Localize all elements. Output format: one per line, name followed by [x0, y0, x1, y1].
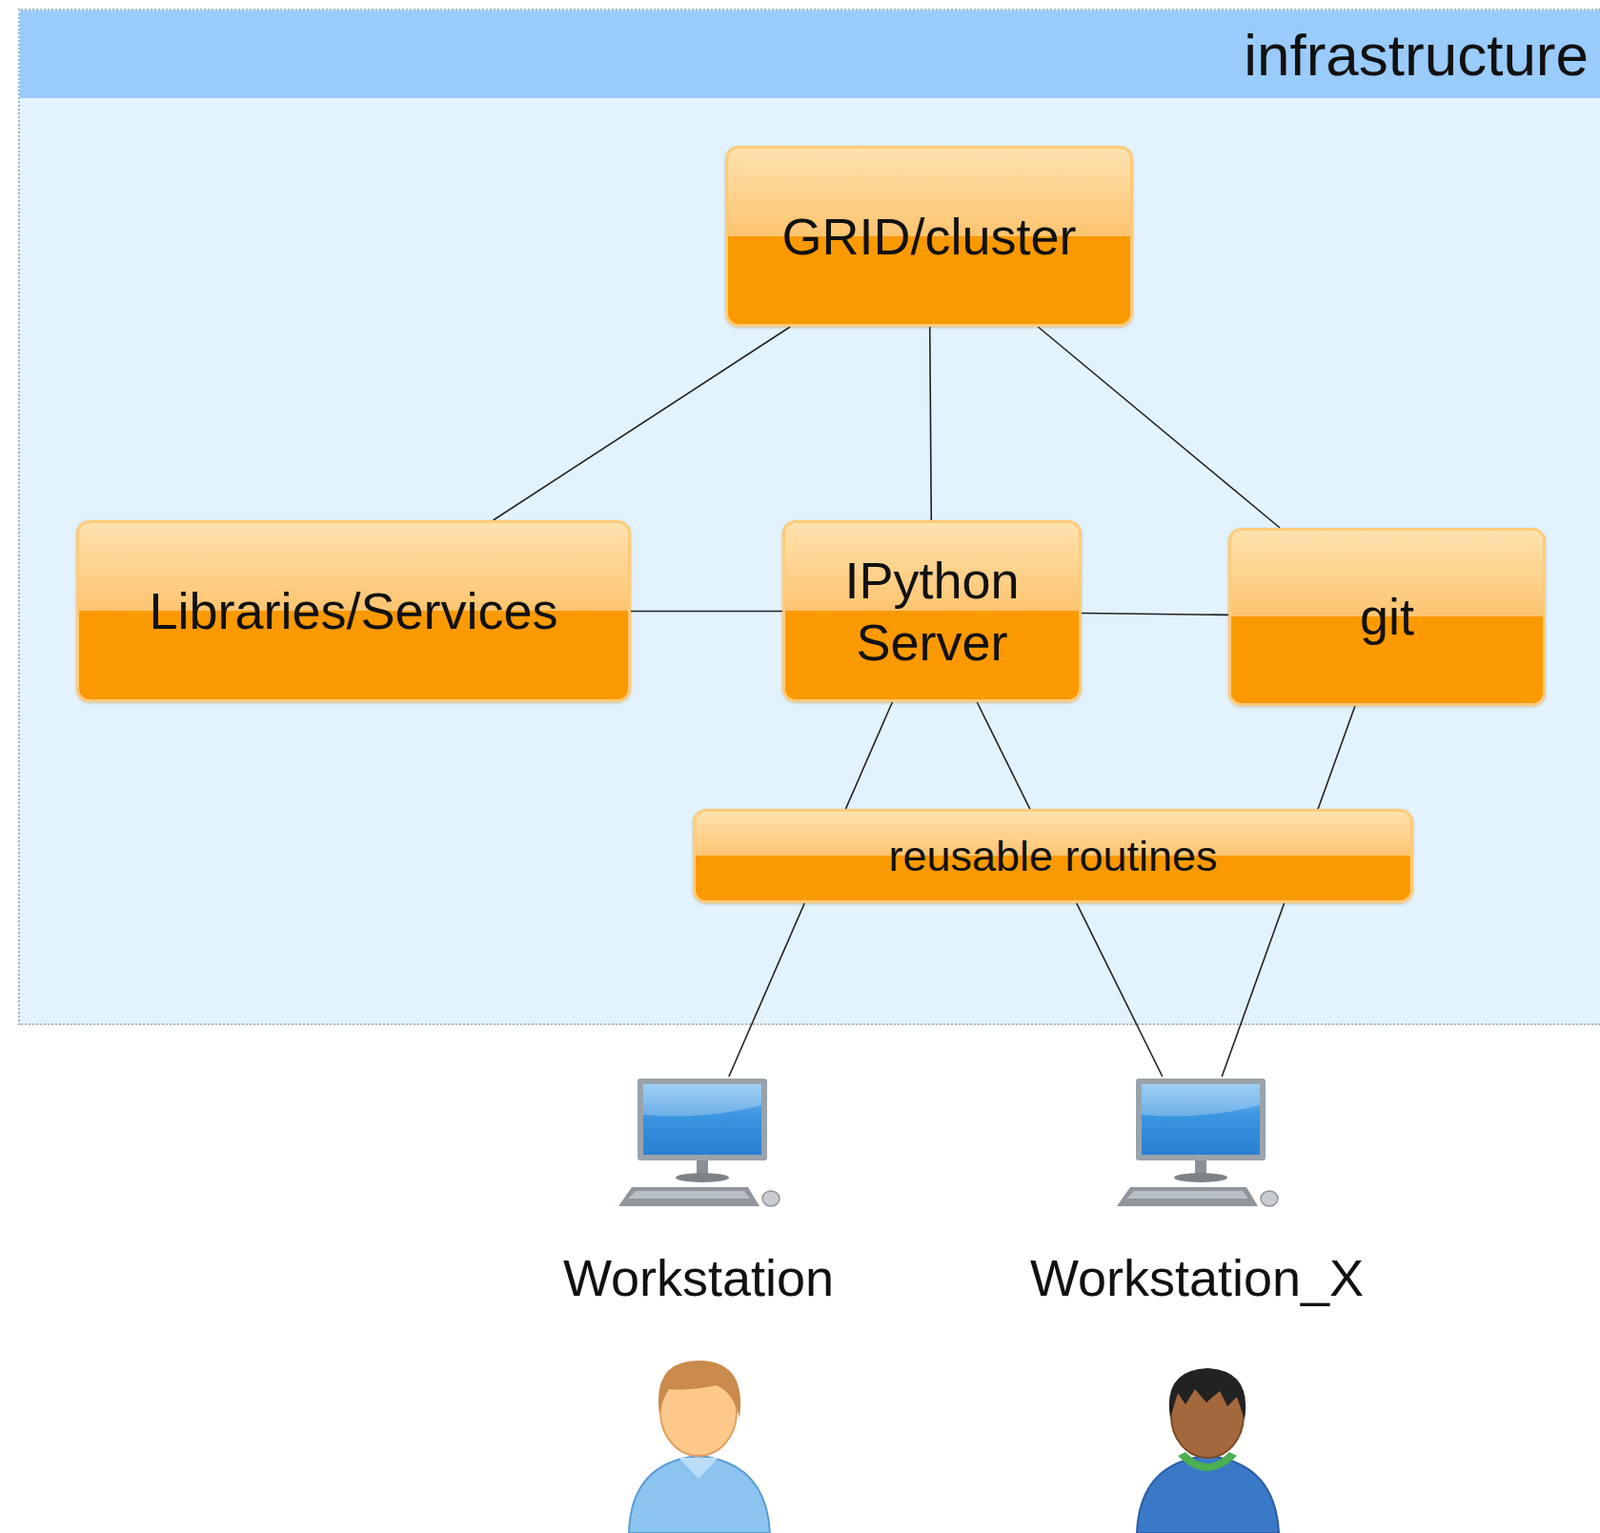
- connector-line: [1221, 706, 1356, 1077]
- server-box: IPython Server: [782, 520, 1082, 703]
- library-box: Libraries/Services: [76, 520, 631, 703]
- box-label: git: [1359, 586, 1415, 649]
- user-figure: [1136, 1368, 1279, 1533]
- workstation-node: Workstation_X: [1030, 1076, 1364, 1308]
- workstation-node: Workstation: [563, 1076, 834, 1308]
- cluster-box: GRID/cluster: [725, 145, 1134, 327]
- connector-line: [493, 326, 791, 521]
- monitor-icon: [614, 1076, 783, 1216]
- routines-box: reusable routines: [692, 809, 1414, 904]
- box-label: reusable routines: [888, 830, 1217, 883]
- region-header-bar: infrastructure: [20, 10, 1600, 99]
- box-label: Libraries/Services: [148, 580, 558, 643]
- connector-line: [630, 610, 783, 613]
- connector-line: [930, 326, 932, 521]
- box-label: GRID/cluster: [781, 205, 1076, 268]
- box-label: IPython Server: [798, 549, 1066, 674]
- workstation-label: Workstation_X: [1030, 1248, 1364, 1308]
- workstation-label: Workstation: [563, 1248, 834, 1308]
- monitor-icon: [1113, 1076, 1281, 1216]
- connector-line: [1081, 612, 1229, 615]
- connector-line: [729, 702, 892, 1077]
- region-title: infrastructure: [1243, 20, 1589, 89]
- git-box: git: [1228, 527, 1546, 707]
- user-figure: [628, 1360, 770, 1533]
- infrastructure-region: infrastructureGRID/clusterLibraries/Serv…: [18, 8, 1600, 1026]
- connector-line: [1037, 326, 1280, 528]
- connector-line: [976, 702, 1163, 1077]
